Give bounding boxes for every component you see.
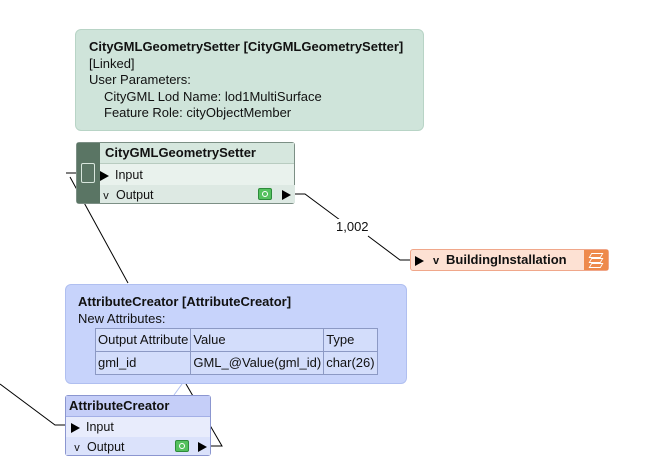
annotation-params-label: User Parameters: bbox=[89, 72, 191, 87]
chevron-down-icon[interactable]: v bbox=[103, 190, 109, 202]
chevron-down-icon[interactable]: v bbox=[74, 442, 80, 454]
table-cell: GML_@Value(gml_id) bbox=[190, 351, 325, 375]
output-port[interactable]: v Output bbox=[100, 185, 295, 203]
input-arrow-icon bbox=[100, 170, 109, 181]
feature-count-label: 1,002 bbox=[335, 219, 370, 234]
input-port[interactable]: Input bbox=[100, 165, 143, 185]
table-header-row: Output Attribute Value Type bbox=[94, 328, 378, 352]
transformer-attribute-creator[interactable]: AttributeCreator Input v Output bbox=[65, 395, 211, 456]
transformer-title[interactable]: CityGMLGeometrySetter bbox=[100, 143, 294, 164]
annotation-linked: [Linked] bbox=[89, 55, 135, 71]
input-arrow-icon bbox=[71, 422, 80, 433]
chevron-down-icon[interactable]: v bbox=[432, 255, 440, 267]
table-row: gml_id GML_@Value(gml_id) char(26) bbox=[94, 351, 378, 375]
annotation-lod: CityGML Lod Name: lod1MultiSurface bbox=[104, 88, 322, 104]
input-arrow-icon[interactable] bbox=[415, 255, 424, 266]
annotation-new-attributes: New Attributes: bbox=[78, 310, 166, 326]
linked-transformer-icon bbox=[77, 143, 100, 203]
annotation-tether-blue bbox=[173, 383, 183, 396]
annotation-role: Feature Role: cityObjectMember bbox=[104, 105, 292, 120]
table-cell: char(26) bbox=[323, 351, 378, 375]
connection-to-attribute-input bbox=[0, 383, 66, 426]
table-cell: gml_id bbox=[94, 351, 192, 375]
output-port-label: Output bbox=[87, 440, 125, 454]
input-port-label: Input bbox=[86, 420, 114, 434]
column-header: Output Attribute bbox=[94, 328, 192, 352]
input-port-label: Input bbox=[115, 168, 143, 182]
attributes-table: Output Attribute Value Type gml_id GML_@… bbox=[94, 328, 378, 375]
connection-geometry-to-building-tail bbox=[367, 235, 412, 261]
annotation-title: CityGMLGeometrySetter [CityGMLGeometrySe… bbox=[89, 39, 404, 54]
column-header: Type bbox=[323, 328, 378, 352]
output-arrow-icon[interactable] bbox=[198, 442, 207, 452]
writer-feature-type-buildinginstallation[interactable]: v BuildingInstallation bbox=[410, 249, 609, 271]
output-port[interactable]: v Output bbox=[66, 437, 210, 455]
layers-icon bbox=[584, 250, 608, 270]
output-arrow-icon[interactable] bbox=[282, 190, 291, 200]
transformer-citygml-geometry-setter[interactable]: CityGMLGeometrySetter Input v Output bbox=[76, 142, 295, 204]
eye-icon[interactable] bbox=[258, 188, 272, 200]
input-port[interactable]: Input bbox=[71, 417, 114, 437]
feature-type-name: BuildingInstallation bbox=[446, 252, 567, 267]
annotation-geometry-setter[interactable]: CityGMLGeometrySetter [CityGMLGeometrySe… bbox=[75, 29, 424, 131]
eye-icon[interactable] bbox=[175, 440, 189, 452]
transformer-title[interactable]: AttributeCreator bbox=[66, 396, 210, 417]
annotation-attribute-creator[interactable]: AttributeCreator [AttributeCreator] New … bbox=[65, 284, 407, 384]
connection-geometry-to-building bbox=[295, 193, 341, 221]
output-port-label: Output bbox=[116, 188, 154, 202]
annotation-title: AttributeCreator [AttributeCreator] bbox=[78, 294, 292, 309]
column-header: Value bbox=[190, 328, 325, 352]
